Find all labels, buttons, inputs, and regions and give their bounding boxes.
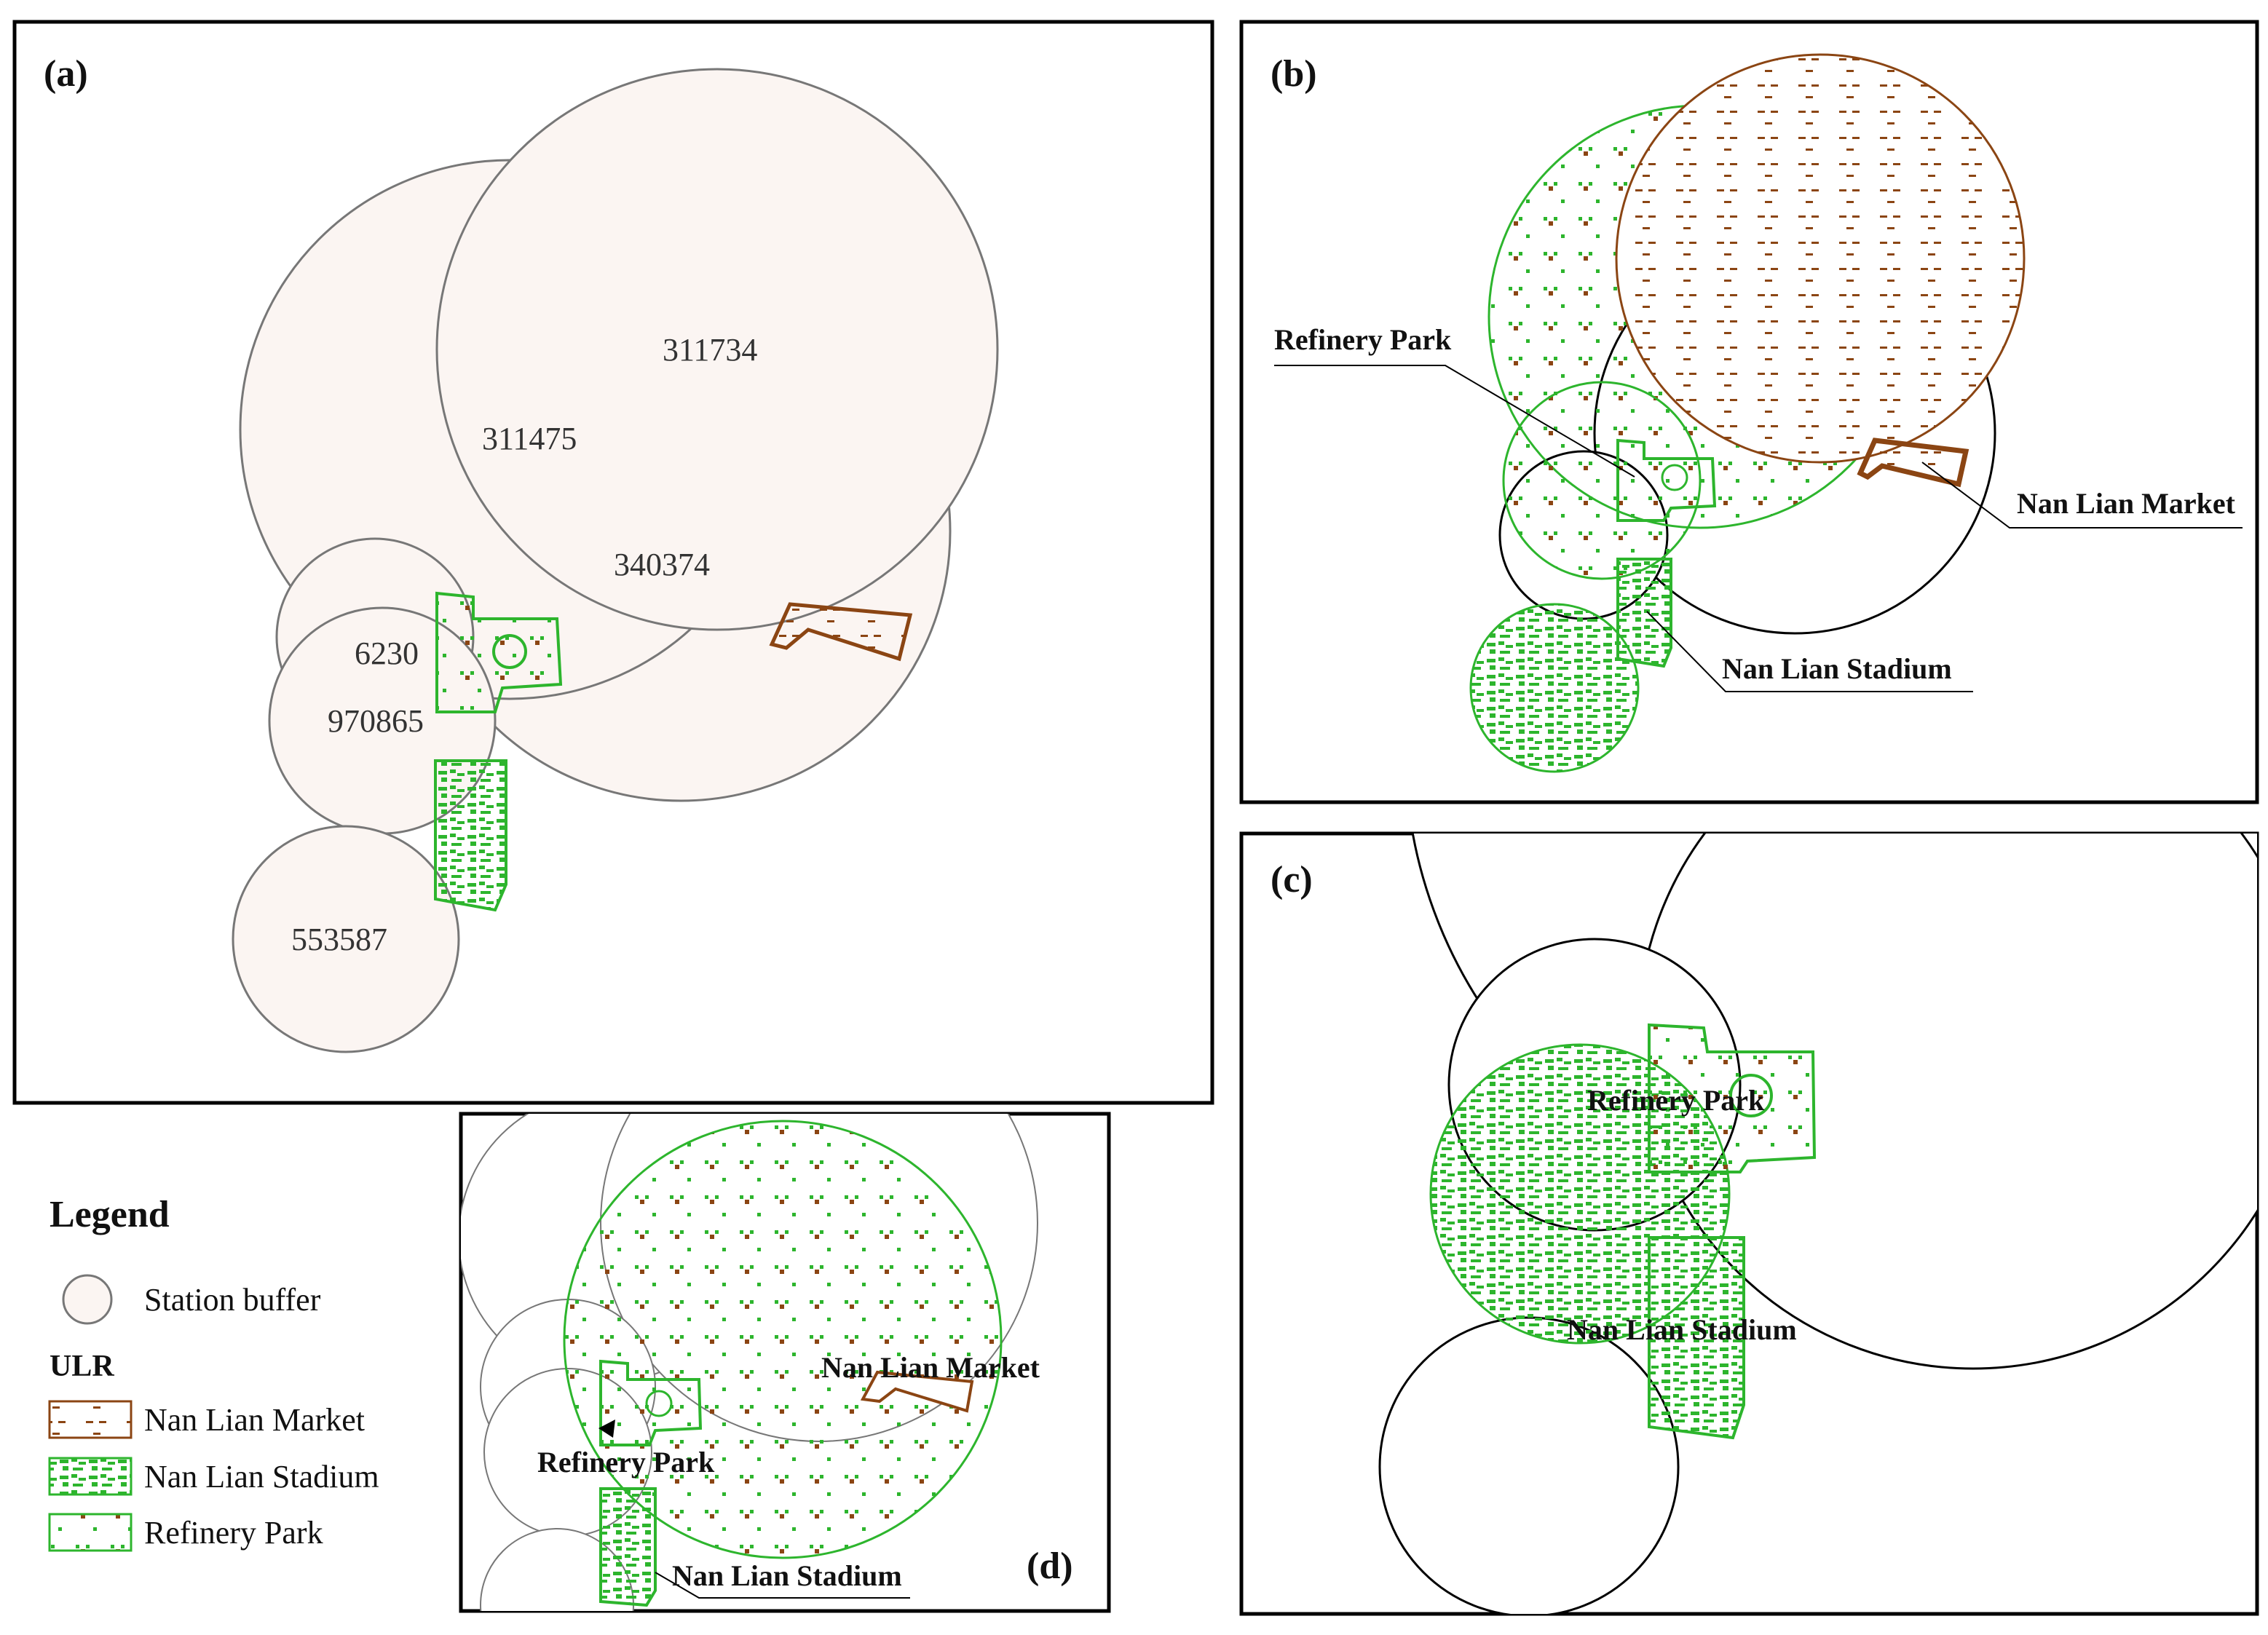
nan-lian-market-polygon [860, 1370, 974, 1413]
legend-nan-lian-stadium-swatch [48, 1457, 133, 1496]
station-buffer-outline [1378, 1316, 1680, 1614]
label-refinery-park: Refinery Park [537, 1446, 715, 1478]
panel-b: (b) Refinery Park Nan Lian Market Nan Li… [1239, 20, 2259, 804]
refinery-park-polygon [435, 591, 563, 713]
nan-lian-market-polygon [769, 602, 913, 662]
buffer-label-970865: 970865 [328, 703, 424, 739]
leader-refinery-park [1274, 365, 1635, 478]
label-refinery-park: Refinery Park [1274, 323, 1452, 356]
station-buffer-553587 [232, 825, 460, 1053]
panel-a-letter: (a) [44, 53, 88, 95]
panel-c: (c) Refinery Park Nan Lian Stadium [1239, 831, 2259, 1616]
nan-lian-stadium-buffer [1469, 603, 1640, 773]
panel-d: Nan Lian Market Refinery Park Nan Lian S… [459, 1112, 1111, 1613]
legend-refinery-park-label: Refinery Park [144, 1515, 323, 1551]
legend-nan-lian-market-swatch [48, 1400, 133, 1439]
panel-d-letter: (d) [1027, 1545, 1073, 1587]
label-nan-lian-stadium: Nan Lian Stadium [1567, 1313, 1797, 1346]
refinery-park-polygon [599, 1359, 703, 1446]
panel-c-letter: (c) [1271, 859, 1313, 900]
station-buffer-311734 [435, 68, 999, 631]
leader-nan-lian-market [1921, 462, 2243, 528]
label-nan-lian-market: Nan Lian Market [2017, 487, 2236, 520]
legend-ulr-heading: ULR [50, 1350, 114, 1383]
refinery-park-inner-ring [645, 1390, 673, 1417]
legend-title: Legend [50, 1194, 170, 1235]
legend-station-buffer-symbol [62, 1274, 113, 1325]
refinery-park-inner-ring [492, 634, 527, 669]
buffer-label-340374: 340374 [614, 547, 710, 582]
refinery-park-polygon [1616, 438, 1717, 522]
legend-nan-lian-stadium-label: Nan Lian Stadium [144, 1459, 379, 1495]
buffer-label-6230: 6230 [355, 636, 419, 671]
buffer-label-553587: 553587 [291, 922, 387, 957]
panel-b-letter: (b) [1271, 53, 1317, 95]
panel-a: 311734 311475 340374 6230 970865 553587 … [12, 20, 1214, 1105]
legend-refinery-park-swatch [48, 1513, 133, 1552]
buffer-label-311734: 311734 [663, 332, 757, 368]
label-nan-lian-stadium: Nan Lian Stadium [672, 1559, 902, 1592]
label-nan-lian-market: Nan Lian Market [821, 1351, 1040, 1384]
legend: Legend Station buffer ULR Nan Lian Marke… [48, 1194, 379, 1552]
nan-lian-stadium-polygon [599, 1487, 657, 1607]
legend-station-buffer-label: Station buffer [144, 1282, 321, 1318]
legend-nan-lian-market-label: Nan Lian Market [144, 1402, 365, 1438]
label-nan-lian-stadium: Nan Lian Stadium [1722, 652, 1952, 685]
nan-lian-stadium-polygon [1648, 1236, 1745, 1440]
refinery-park-buffer [563, 1120, 1003, 1559]
refinery-park-inner-ring [1729, 1074, 1773, 1117]
nan-lian-stadium-polygon [1616, 558, 1672, 668]
leader-nan-lian-stadium [1646, 611, 1973, 692]
refinery-park-inner-ring [1661, 464, 1688, 491]
nan-lian-market-polygon [1857, 438, 1969, 488]
nan-lian-market-buffer-fill [1616, 55, 2024, 462]
label-refinery-park: Refinery Park [1587, 1084, 1765, 1117]
nan-lian-stadium-polygon [434, 759, 507, 912]
buffer-label-311475: 311475 [482, 421, 577, 456]
arrow-refinery-park [598, 1420, 615, 1438]
leader-nan-lian-stadium [655, 1572, 910, 1599]
